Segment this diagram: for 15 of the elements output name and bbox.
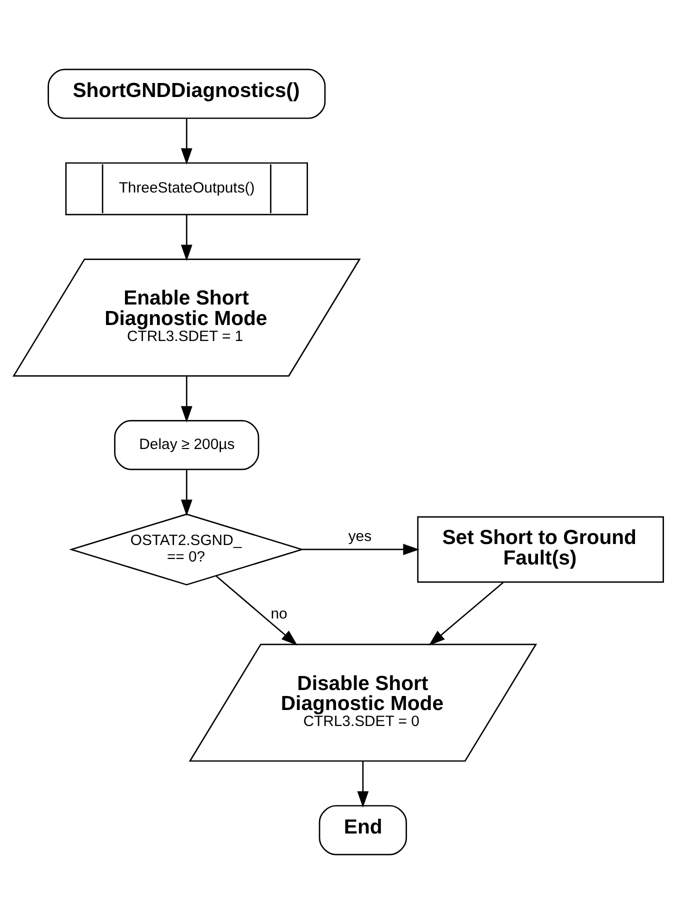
edge-label: no xyxy=(270,606,288,622)
node-box: ShortGNDDiagnostics() xyxy=(48,68,326,119)
arrow xyxy=(180,469,192,516)
node-box: Delay ≥ 200µs xyxy=(114,420,260,470)
node-diamond: OSTAT2.SGND_ == 0? xyxy=(69,514,304,586)
node-box: Set Short to Ground Fault(s) xyxy=(417,516,664,583)
arrow xyxy=(302,544,420,556)
arrow xyxy=(180,376,192,422)
arrow xyxy=(428,582,504,646)
arrow xyxy=(180,118,192,165)
node-box: End xyxy=(318,805,407,856)
edge-label: yes xyxy=(348,529,372,546)
arrow xyxy=(216,576,298,646)
arrow xyxy=(357,761,369,808)
arrow xyxy=(180,215,192,262)
